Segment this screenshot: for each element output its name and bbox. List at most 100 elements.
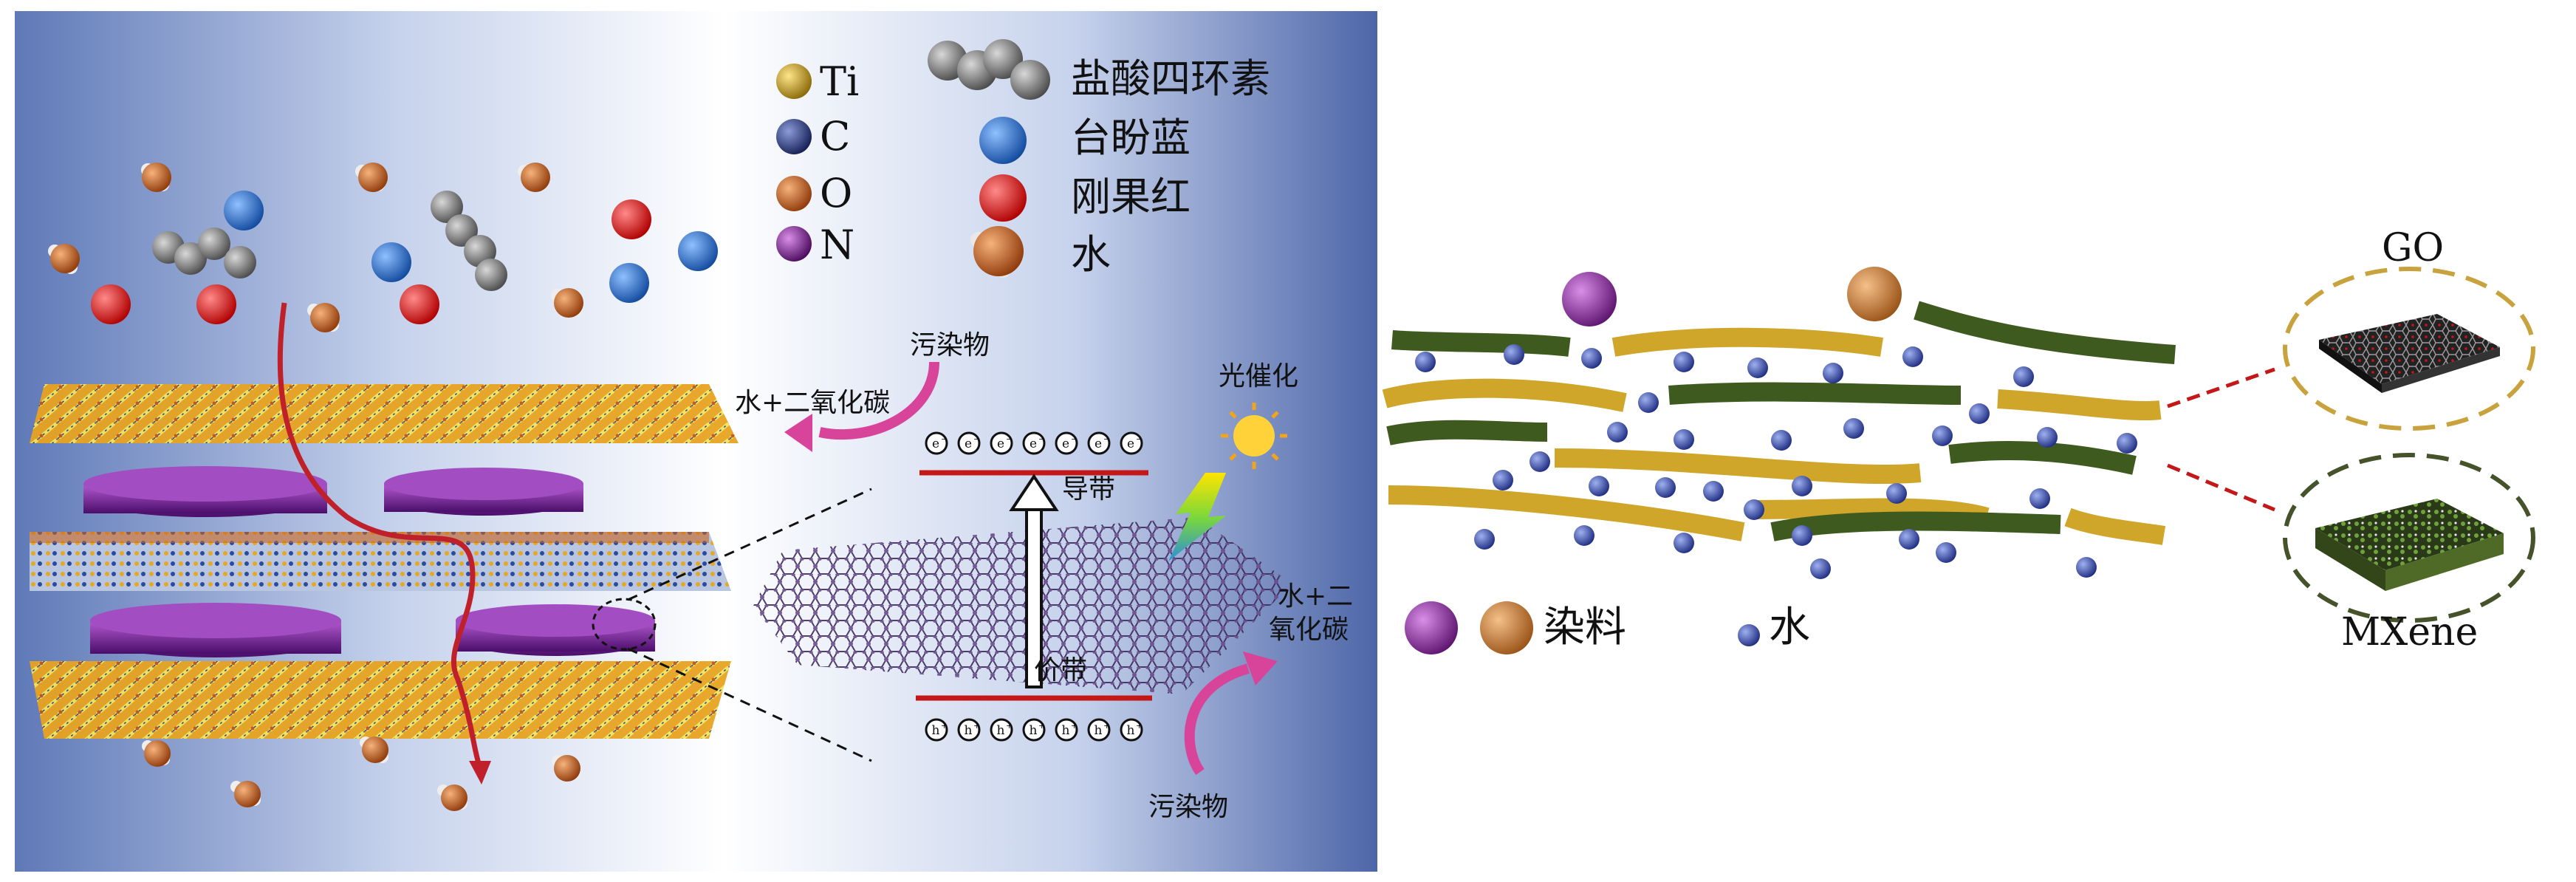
legend-trypan-blue-label: 台盼蓝 bbox=[1071, 114, 1191, 161]
pollutant-degradation-arrow bbox=[1184, 663, 1250, 776]
legend-o-label: O bbox=[820, 170, 853, 216]
water-transport-path bbox=[277, 302, 483, 770]
trypan-blue-molecule bbox=[609, 263, 649, 303]
tetracycline-gray-cluster-icon bbox=[928, 39, 1050, 100]
go-lattice bbox=[2319, 314, 2500, 384]
electron-charge: − bbox=[1071, 434, 1078, 444]
membrane-layers bbox=[30, 384, 739, 739]
band-diagram bbox=[753, 403, 1292, 701]
water-molecule-icon bbox=[970, 226, 1024, 278]
tetracycline-molecule bbox=[431, 191, 507, 291]
go-label: GO bbox=[2382, 226, 2445, 270]
water-molecule-icon bbox=[48, 244, 80, 274]
legend-congo-red-label: 刚果红 bbox=[1071, 174, 1191, 220]
bottom-flake-layer bbox=[30, 661, 731, 739]
legend-water-label: 水 bbox=[1071, 231, 1111, 278]
water-molecule-icon bbox=[142, 740, 171, 767]
water-molecule-icon bbox=[360, 736, 388, 763]
go-nanosheets bbox=[1382, 327, 2166, 545]
hole-charge: + bbox=[1136, 721, 1143, 731]
electron-charge: − bbox=[973, 434, 980, 444]
water-molecule-icon bbox=[355, 163, 388, 192]
trypan-blue-molecule bbox=[224, 191, 264, 230]
legend-water-bead-label: 水 bbox=[1769, 604, 1810, 652]
lightning-icon bbox=[1168, 473, 1226, 561]
hole-symbol: h bbox=[1127, 723, 1135, 738]
legend-tetracycline-label: 盐酸四环素 bbox=[1071, 55, 1270, 102]
hole-symbol: h bbox=[965, 723, 973, 738]
electron-charge: − bbox=[1136, 434, 1143, 444]
hole-carrier bbox=[1022, 718, 1046, 742]
hole-charge: + bbox=[1006, 721, 1013, 731]
legend-n-swatch bbox=[776, 226, 812, 261]
water-molecule-icon bbox=[518, 163, 550, 192]
legend-n-label: N bbox=[820, 222, 855, 268]
electron-symbol: e bbox=[932, 437, 939, 451]
hole-carrier bbox=[1120, 718, 1143, 742]
mxene-connector bbox=[2167, 463, 2275, 512]
electron-carrier bbox=[1087, 431, 1111, 455]
hole-symbol: h bbox=[1030, 723, 1038, 738]
electron-symbol: e bbox=[1127, 437, 1134, 451]
legend-dye-purple-swatch bbox=[1405, 601, 1458, 654]
legend-dye-orange-swatch bbox=[1480, 601, 1533, 654]
congo-red-molecule bbox=[612, 199, 651, 239]
water-beads bbox=[1415, 344, 2137, 579]
water-molecule-icon bbox=[552, 755, 580, 782]
electron-row: e−e−e−e−e−e−e− bbox=[925, 431, 1143, 455]
zoom-line-bottom bbox=[627, 647, 872, 762]
electron-carrier bbox=[957, 431, 981, 455]
hole-carrier bbox=[990, 718, 1013, 742]
g-c3n4-sheet bbox=[753, 517, 1292, 694]
electron-symbol: e bbox=[1095, 437, 1102, 451]
go-connector bbox=[2167, 367, 2275, 408]
congo-red-molecule bbox=[91, 284, 131, 324]
legend-molecules bbox=[928, 39, 1050, 278]
water-molecule-icon bbox=[230, 781, 261, 807]
electron-carrier bbox=[990, 431, 1013, 455]
zoom-circle bbox=[592, 598, 657, 651]
legend-dye-label: 染料 bbox=[1544, 604, 1626, 652]
electron-symbol: e bbox=[1062, 437, 1069, 451]
sun-icon bbox=[1233, 415, 1275, 457]
water-co2-left-label: 水+二氧化碳 bbox=[735, 388, 891, 418]
electron-carrier bbox=[1120, 431, 1143, 455]
legend-o-swatch bbox=[776, 176, 812, 211]
legend-c-label: C bbox=[820, 113, 851, 160]
legend-c-swatch bbox=[776, 119, 812, 154]
electron-symbol: e bbox=[997, 437, 1004, 451]
electron-charge: − bbox=[1103, 434, 1110, 444]
hole-symbol: h bbox=[932, 723, 940, 738]
hole-charge: + bbox=[1071, 721, 1078, 731]
hole-carrier bbox=[1055, 718, 1078, 742]
water-molecule-icon bbox=[141, 163, 171, 192]
legend-trypan-blue-swatch bbox=[979, 117, 1027, 164]
trypan-blue-molecule bbox=[371, 242, 411, 282]
transport-arrowhead bbox=[469, 761, 491, 784]
pollutant-top-label: 污染物 bbox=[910, 330, 990, 360]
hole-charge: + bbox=[1038, 721, 1045, 731]
feed-molecules bbox=[48, 163, 718, 332]
permeate-molecules bbox=[142, 736, 580, 811]
dye-purple-molecule bbox=[1562, 272, 1617, 327]
valence-band-label: 价带 bbox=[1034, 655, 1088, 686]
zoom-line-top bbox=[627, 488, 872, 601]
hole-carrier bbox=[1087, 718, 1111, 742]
membrane-panel bbox=[1382, 267, 2535, 654]
trypan-blue-molecule bbox=[678, 231, 718, 271]
electron-charge: − bbox=[941, 434, 948, 444]
electron-carrier bbox=[1055, 431, 1078, 455]
electron-carrier bbox=[925, 431, 948, 455]
water-molecule-icon bbox=[307, 303, 340, 332]
light-source bbox=[1168, 403, 1287, 561]
dye-orange-molecule bbox=[1847, 267, 1902, 321]
legend-ti-label: Ti bbox=[820, 58, 860, 105]
hole-symbol: h bbox=[1062, 723, 1070, 738]
hole-carrier bbox=[957, 718, 981, 742]
hole-charge: + bbox=[941, 721, 948, 731]
interlayer-discs bbox=[83, 466, 655, 657]
legend-atoms bbox=[776, 64, 812, 261]
conduction-band-label: 导带 bbox=[1062, 474, 1116, 505]
water-molecule-icon bbox=[551, 288, 583, 318]
